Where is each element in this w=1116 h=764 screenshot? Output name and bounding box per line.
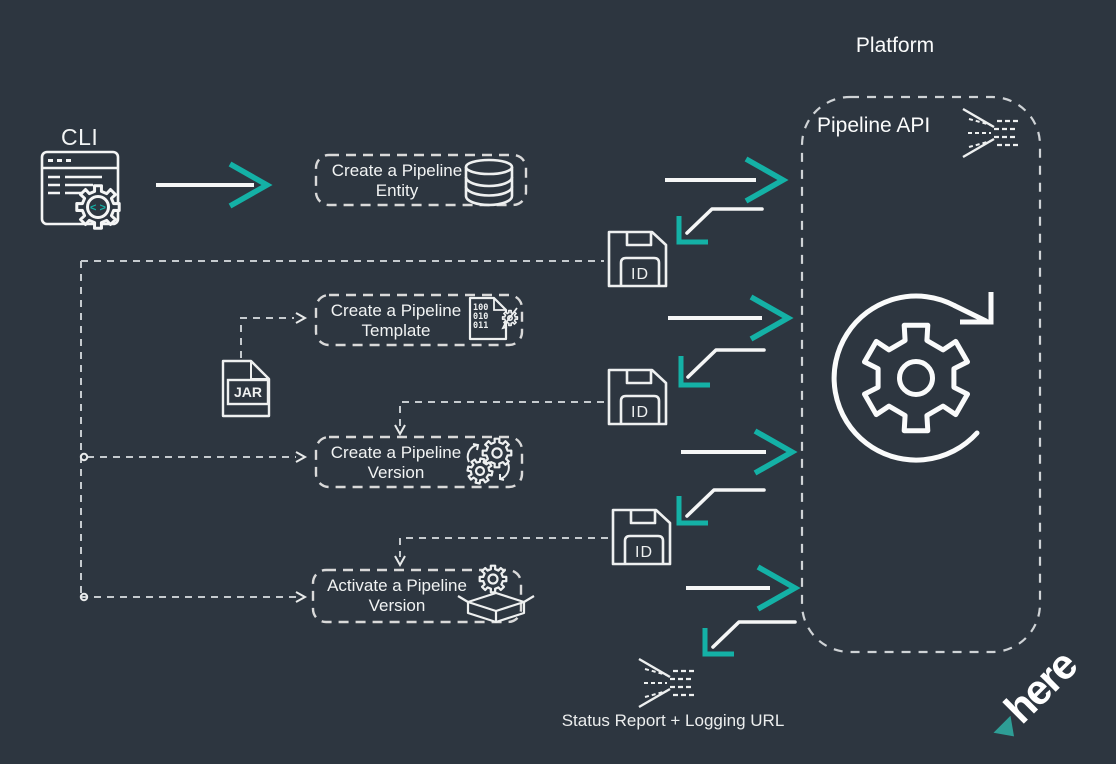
create-entity-box: [314, 153, 528, 207]
binary-file-icon: 100 010 011: [468, 296, 519, 341]
cli-code-gear-icon: < >: [75, 184, 121, 230]
here-logo: here: [952, 626, 1112, 764]
id-badge-2: ID: [607, 368, 668, 426]
binary-line: 100: [473, 303, 488, 313]
create-version-label: Create a Pipeline Version: [320, 443, 472, 483]
return-arrow-template-id: [678, 348, 766, 388]
step-label-line2: Entity: [375, 181, 419, 200]
return-arrow-status: [702, 620, 797, 657]
pipeline-api-label: Pipeline API: [817, 114, 931, 137]
arrow-version-to-platform: [681, 428, 798, 476]
id-badge-3: ID: [611, 508, 672, 566]
step-label-line2: Template: [361, 321, 431, 340]
here-logo-text: here: [995, 641, 1086, 732]
step-boxes: [311, 153, 528, 624]
arrow-cli-to-entity: [156, 161, 273, 209]
return-arrow-entity-id: [676, 207, 764, 245]
unbox-gear-icon: [457, 564, 535, 624]
connector-jar-to-template: [240, 317, 294, 358]
cli-label: CLI: [61, 124, 99, 150]
connector-id2-to-version: [399, 401, 604, 426]
jar-label: JAR: [234, 384, 262, 400]
id-badge-1: ID: [607, 230, 668, 288]
code-brackets-glyph: < >: [90, 202, 106, 214]
step-label-line1: Create a Pipeline: [330, 301, 462, 320]
platform-title: Platform: [855, 34, 935, 57]
create-entity-label: Create a Pipeline Entity: [321, 161, 473, 201]
activate-version-box: [311, 568, 523, 624]
arrow-entity-to-platform: [665, 156, 789, 204]
api-funnel-icon: [961, 107, 1020, 159]
step-label-line2: Version: [367, 463, 425, 482]
step-label-line2: Version: [368, 596, 426, 615]
processing-loop-icon: [831, 292, 994, 463]
pencil-icon: [501, 307, 518, 330]
binary-line: 011: [473, 321, 488, 331]
step-label-line1: Activate a Pipeline: [327, 576, 467, 595]
dashed-connectors: [80, 260, 608, 598]
status-report-label: Status Report + Logging URL: [561, 711, 785, 730]
create-template-box: [314, 293, 524, 347]
connector-endpoints: [79, 312, 406, 603]
cli-window-icon: [40, 150, 120, 226]
return-arrow-version-id: [676, 488, 766, 526]
here-logo-inner: here: [983, 641, 1086, 745]
database-icon: [464, 158, 514, 207]
connector-id3-to-activate: [399, 537, 608, 557]
platform-container-box: [800, 95, 1042, 654]
step-label-line1: Create a Pipeline: [330, 443, 462, 462]
arrow-activate-to-platform: [686, 564, 801, 612]
binary-line: 010: [473, 312, 488, 322]
arrow-template-to-platform: [668, 294, 794, 342]
jar-file-icon: JAR: [221, 359, 271, 418]
id-label: ID: [631, 266, 649, 283]
status-report-funnel-icon: [637, 657, 696, 709]
id-label: ID: [635, 544, 653, 561]
step-label-line1: Create a Pipeline: [331, 161, 463, 180]
activate-version-label: Activate a Pipeline Version: [316, 576, 478, 616]
create-template-label: Create a Pipeline Template: [320, 301, 472, 341]
create-version-box: [314, 435, 524, 489]
gears-sync-icon: [466, 437, 513, 485]
id-label: ID: [631, 404, 649, 421]
